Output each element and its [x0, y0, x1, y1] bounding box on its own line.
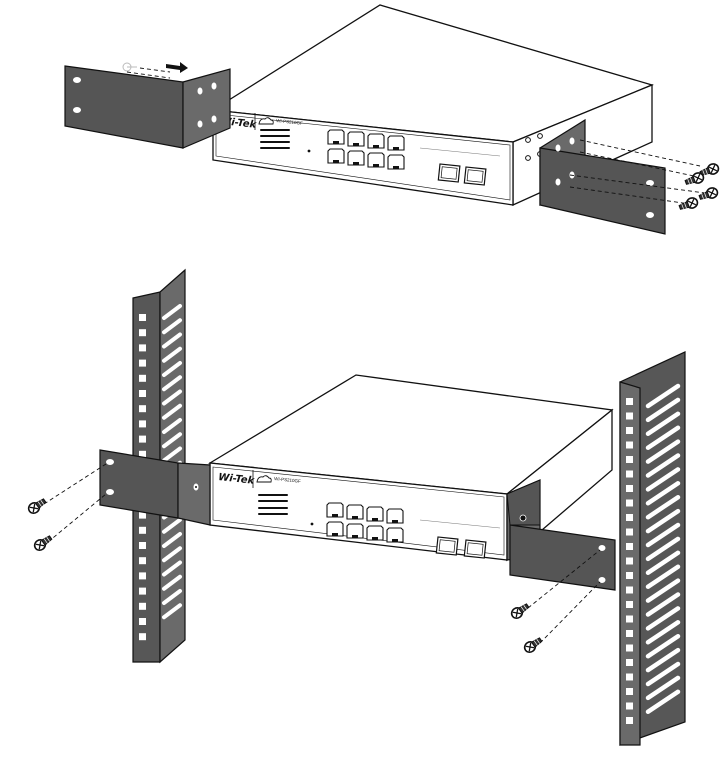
rail-slot — [162, 603, 182, 620]
rail-square-hole — [626, 659, 633, 666]
right-rack-rail — [619, 351, 686, 746]
rail-square-hole — [626, 688, 633, 695]
rail-slot — [645, 675, 681, 701]
rail-square-hole — [626, 441, 633, 449]
rail-slot — [645, 606, 681, 631]
rail-slot — [645, 633, 681, 659]
rail-slot — [645, 620, 681, 645]
rail-square-hole — [139, 359, 146, 367]
rail-square-hole — [626, 456, 633, 463]
rail-square-hole — [139, 329, 146, 337]
rail-square-hole — [626, 572, 633, 579]
rail-slot — [645, 508, 681, 534]
rail-square-hole — [139, 557, 146, 565]
rail-slot — [645, 383, 681, 409]
rail-slot — [162, 517, 182, 534]
rail-slot — [645, 689, 681, 715]
arrow-right-icon — [166, 62, 188, 73]
rail-square-hole — [139, 633, 146, 641]
rail-square-hole — [626, 514, 633, 521]
cloud-icon — [258, 117, 274, 125]
model-label-bottom: WI-PS210GF — [274, 476, 301, 484]
rail-square-hole — [139, 405, 146, 413]
rail-square-hole — [626, 586, 633, 594]
rail-slot — [645, 564, 681, 589]
rail-slot — [162, 318, 182, 335]
rail-square-hole — [626, 528, 633, 536]
rail-slot — [645, 647, 681, 673]
rail-slot — [162, 332, 182, 349]
rail-square-hole — [626, 630, 633, 637]
right-mounting-bracket-bottom — [506, 479, 616, 591]
rail-slot — [645, 536, 681, 562]
rail-square-hole — [139, 344, 146, 352]
rail-square-hole — [626, 673, 633, 681]
rail-slot — [162, 446, 182, 463]
rail-square-hole — [139, 526, 146, 534]
rail-square-hole — [626, 601, 633, 608]
rail-square-hole — [139, 618, 146, 625]
rail-slot — [162, 589, 182, 605]
rail-slot — [645, 467, 681, 492]
bottom-illustration: Wi-Tek WI-PS210GF — [25, 268, 686, 746]
rail-square-hole — [139, 572, 146, 580]
rail-slot — [645, 397, 681, 423]
left-mounting-bracket-bottom — [99, 449, 211, 526]
rail-square-hole — [139, 374, 146, 382]
rail-slot — [162, 375, 182, 392]
rail-slot — [162, 403, 182, 420]
rail-slot — [162, 304, 182, 320]
rail-slot — [162, 418, 182, 434]
rail-square-hole — [626, 557, 633, 565]
rail-square-hole — [626, 717, 633, 724]
rail-slot — [162, 389, 182, 406]
rail-square-hole — [139, 435, 146, 443]
rail-square-hole — [626, 702, 633, 710]
rail-slot — [162, 432, 182, 449]
rail-square-hole — [139, 314, 146, 321]
rail-slot — [645, 481, 681, 506]
rail-slot — [162, 361, 182, 377]
rail-square-hole — [139, 420, 146, 428]
rail-slot — [645, 661, 681, 687]
rail-square-hole — [139, 587, 146, 595]
rail-slot — [645, 550, 681, 576]
rail-square-hole — [626, 427, 633, 434]
rail-square-hole — [139, 450, 146, 458]
rail-slot — [162, 546, 182, 563]
cloud-icon — [256, 475, 272, 483]
led-indicators — [260, 129, 311, 153]
rail-square-hole — [626, 412, 633, 420]
rail-square-hole — [139, 390, 146, 397]
rail-square-hole — [626, 499, 633, 507]
rail-square-hole — [139, 542, 146, 549]
rail-slot — [162, 346, 182, 363]
rail-square-hole — [626, 543, 633, 550]
rail-square-hole — [626, 615, 633, 623]
rail-slot — [162, 532, 182, 548]
left-mounting-bracket-top — [64, 65, 231, 149]
rail-slot — [645, 578, 681, 603]
rail-slot — [645, 453, 681, 478]
rail-square-hole — [626, 644, 633, 652]
rail-slot — [645, 425, 681, 450]
rail-slot — [645, 522, 681, 548]
led-indicators-bottom — [258, 494, 314, 526]
brand-logo-bottom: Wi-Tek — [218, 472, 256, 487]
rail-slot — [645, 494, 681, 520]
screw-icon — [677, 161, 721, 213]
top-illustration: Wi-Tek WI-PS210GF — [64, 4, 721, 235]
rail-slot — [162, 574, 182, 591]
rail-square-hole — [626, 470, 633, 478]
rail-square-hole — [139, 602, 146, 610]
rail-square-hole — [626, 485, 633, 492]
rail-slot — [645, 592, 681, 617]
model-label: WI-PS210GF — [276, 118, 303, 126]
rail-square-hole — [626, 398, 633, 405]
rail-slot — [162, 560, 182, 577]
rail-square-hole — [139, 511, 146, 519]
rail-slot — [645, 411, 681, 437]
rail-slot — [645, 439, 681, 464]
